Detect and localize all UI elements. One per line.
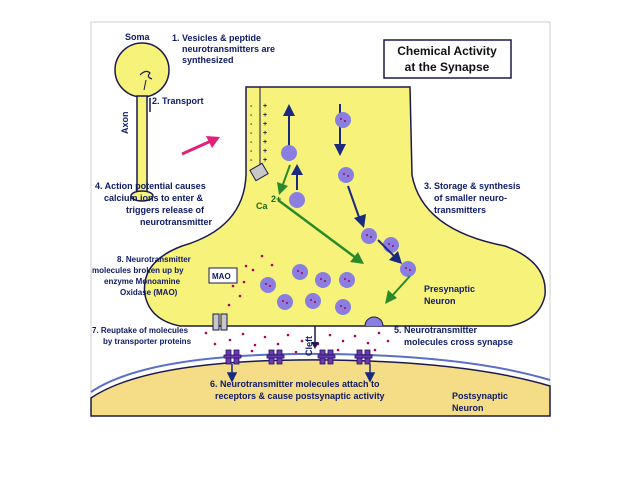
step6-line1: 6. Neurotransmitter molecules attach to — [210, 379, 380, 389]
step8-line3: enzyme Monoamine — [104, 277, 181, 286]
step8-line1: 8. Neurotransmitter — [117, 255, 191, 264]
action-potential-arrow — [181, 136, 220, 156]
title-line-1: Chemical Activity — [397, 44, 497, 58]
vesicle — [289, 192, 305, 208]
receptor-arrows — [226, 364, 376, 383]
svg-text:-: - — [250, 148, 253, 155]
receptor-group — [223, 349, 373, 365]
ca-label: Ca — [256, 201, 268, 211]
step1-line3: synthesized — [182, 55, 234, 65]
svg-text:+: + — [263, 121, 267, 128]
cleft-label: Cleft — [304, 336, 314, 356]
exocytosis-arrow — [385, 275, 411, 304]
transporter-protein — [212, 313, 228, 331]
svg-text:-: - — [250, 121, 253, 128]
step1-line2: neurotransmitters are — [182, 44, 275, 54]
step3-line2: of smaller neuro- — [434, 193, 507, 203]
soma-arrow — [143, 79, 147, 91]
title-line-2: at the Synapse — [405, 60, 490, 74]
mao-label: MAO — [212, 272, 231, 281]
vesicle-arrow — [291, 164, 303, 190]
vesicle-dots — [265, 118, 411, 309]
presynaptic-terminal — [143, 86, 546, 327]
vesicle — [281, 145, 297, 161]
calcium-channel — [249, 162, 269, 182]
storage-arrow-1 — [347, 185, 366, 228]
fusing-vesicle — [364, 316, 384, 327]
presynaptic-line1: Presynaptic — [424, 284, 475, 294]
step5-line2: molecules cross synapse — [404, 337, 513, 347]
svg-text:+: + — [263, 112, 267, 119]
soma-label: Soma — [125, 32, 151, 42]
cleft-arrow — [311, 326, 319, 349]
step4-line3: triggers release of — [126, 205, 205, 215]
step7-line2: by transporter proteins — [103, 337, 192, 346]
vesicle-group — [260, 112, 416, 315]
svg-text:+: + — [263, 139, 267, 146]
storage-arrow-2 — [377, 239, 402, 264]
step2-label: 2. Transport — [152, 96, 204, 106]
release-arrow — [277, 198, 364, 264]
step3-line3: transmitters — [434, 205, 486, 215]
step8-line4: Oxidase (MAO) — [120, 288, 178, 297]
presynaptic-line2: Neuron — [424, 296, 456, 306]
axon-shaft — [136, 95, 148, 195]
svg-text:-: - — [250, 157, 253, 164]
ca-superscript: 2+ — [271, 194, 281, 204]
step6-line2: receptors & cause postsynaptic activity — [215, 391, 385, 401]
svg-text:-: - — [250, 139, 253, 146]
svg-text:-: - — [250, 112, 253, 119]
step4-line2: calcium ions to enter & — [104, 193, 204, 203]
step4-line4: neurotransmitter — [140, 217, 213, 227]
axon-terminal-bulb — [130, 190, 154, 202]
svg-text:+: + — [263, 148, 267, 155]
postsynaptic-line2: Neuron — [452, 403, 484, 413]
step8-line2: molecules broken up by — [92, 266, 184, 275]
step7-line1: 7. Reuptake of molecules — [92, 326, 189, 335]
mao-box — [208, 267, 238, 284]
soma-body — [114, 42, 170, 98]
step1-line1: 1. Vesicles & peptide — [172, 33, 261, 43]
postsynaptic-line1: Postsynaptic — [452, 391, 508, 401]
step5-line1: 5. Neurotransmitter — [394, 325, 478, 335]
calcium-arrow — [277, 164, 291, 195]
membrane-charges: + + + + + + + - - - - - - - — [250, 103, 267, 164]
svg-text:+: + — [263, 157, 267, 164]
step3-line1: 3. Storage & synthesis — [424, 181, 521, 191]
neurotransmitter-molecules — [204, 254, 390, 354]
svg-text:-: - — [250, 130, 253, 137]
axon-label: Axon — [120, 112, 130, 135]
svg-text:-: - — [250, 103, 253, 110]
svg-text:+: + — [263, 130, 267, 137]
svg-text:+: + — [263, 103, 267, 110]
title-box — [383, 39, 512, 79]
vesicle-transport-up — [283, 104, 295, 150]
step4-line1: 4. Action potential causes — [95, 181, 206, 191]
soma-nucleus-squiggle — [139, 70, 153, 80]
